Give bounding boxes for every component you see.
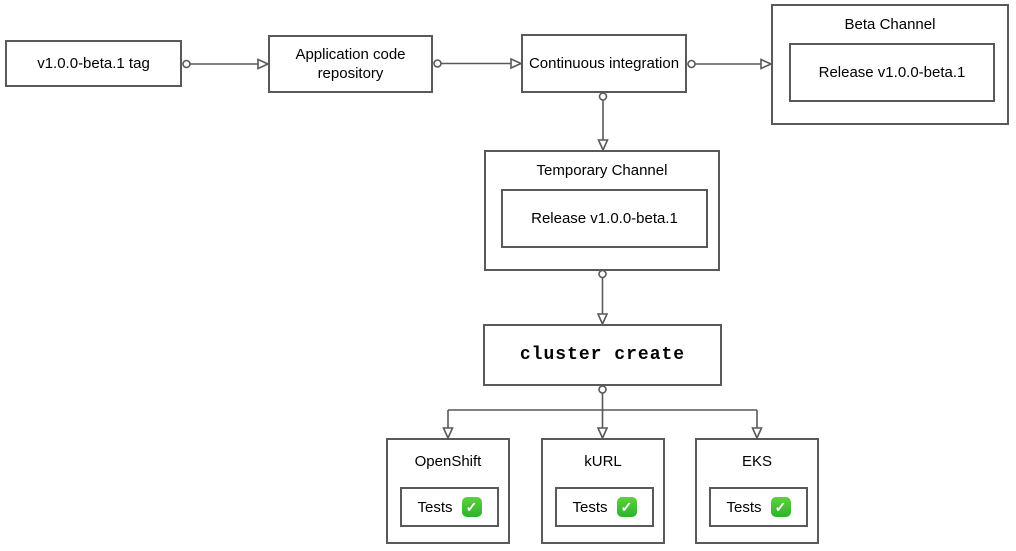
- group-kurl-title: kURL: [584, 453, 622, 470]
- group-temporary-channel-title: Temporary Channel: [536, 162, 668, 179]
- node-kurl-tests-label: Tests: [572, 498, 608, 516]
- node-cluster-create: cluster create: [483, 324, 722, 386]
- arrow-tag-to-repo: [182, 58, 270, 70]
- node-continuous-integration: Continuous integration: [521, 34, 687, 93]
- node-temporary-release-label: Release v1.0.0-beta.1: [531, 210, 678, 227]
- node-openshift-tests-label: Tests: [417, 498, 453, 516]
- group-kurl: kURL Tests ✓: [541, 438, 665, 544]
- node-app-code-repository-label: Application code repository: [295, 46, 406, 82]
- node-beta-release-label: Release v1.0.0-beta.1: [818, 64, 966, 81]
- group-temporary-channel: Temporary Channel Release v1.0.0-beta.1: [484, 150, 720, 271]
- check-glyph: ✓: [465, 499, 478, 515]
- node-version-tag: v1.0.0-beta.1 tag: [5, 40, 182, 87]
- arrow-temp-channel-to-cluster-create: [596, 269, 609, 326]
- arrow-cluster-create-to-platforms: [442, 385, 763, 440]
- node-eks-tests: Tests ✓: [709, 487, 808, 527]
- check-glyph: ✓: [774, 499, 787, 515]
- node-beta-release: Release v1.0.0-beta.1: [789, 43, 995, 102]
- node-continuous-integration-label: Continuous integration: [528, 55, 680, 72]
- group-eks-title: EKS: [741, 453, 772, 470]
- node-version-tag-label: v1.0.0-beta.1 tag: [37, 55, 150, 72]
- node-app-code-repository: Application code repository: [268, 35, 433, 93]
- group-beta-channel-title: Beta Channel: [844, 16, 936, 33]
- tests-passed-check-icon: ✓: [461, 497, 482, 517]
- group-beta-channel: Beta Channel Release v1.0.0-beta.1: [771, 4, 1009, 125]
- tests-passed-check-icon: ✓: [616, 497, 637, 517]
- arrow-ci-to-temp-channel: [597, 92, 609, 152]
- tests-passed-check-icon: ✓: [770, 497, 791, 517]
- node-kurl-tests: Tests ✓: [555, 487, 654, 527]
- group-openshift-title: OpenShift: [414, 453, 482, 470]
- check-glyph: ✓: [620, 499, 633, 515]
- arrow-ci-to-beta-channel: [687, 58, 773, 70]
- group-openshift: OpenShift Tests ✓: [386, 438, 510, 544]
- node-temporary-release: Release v1.0.0-beta.1: [501, 189, 708, 248]
- arrow-repo-to-ci: [433, 57, 523, 70]
- node-cluster-create-label: cluster create: [519, 344, 686, 365]
- node-openshift-tests: Tests ✓: [400, 487, 499, 527]
- group-eks: EKS Tests ✓: [695, 438, 819, 544]
- node-eks-tests-label: Tests: [726, 498, 762, 516]
